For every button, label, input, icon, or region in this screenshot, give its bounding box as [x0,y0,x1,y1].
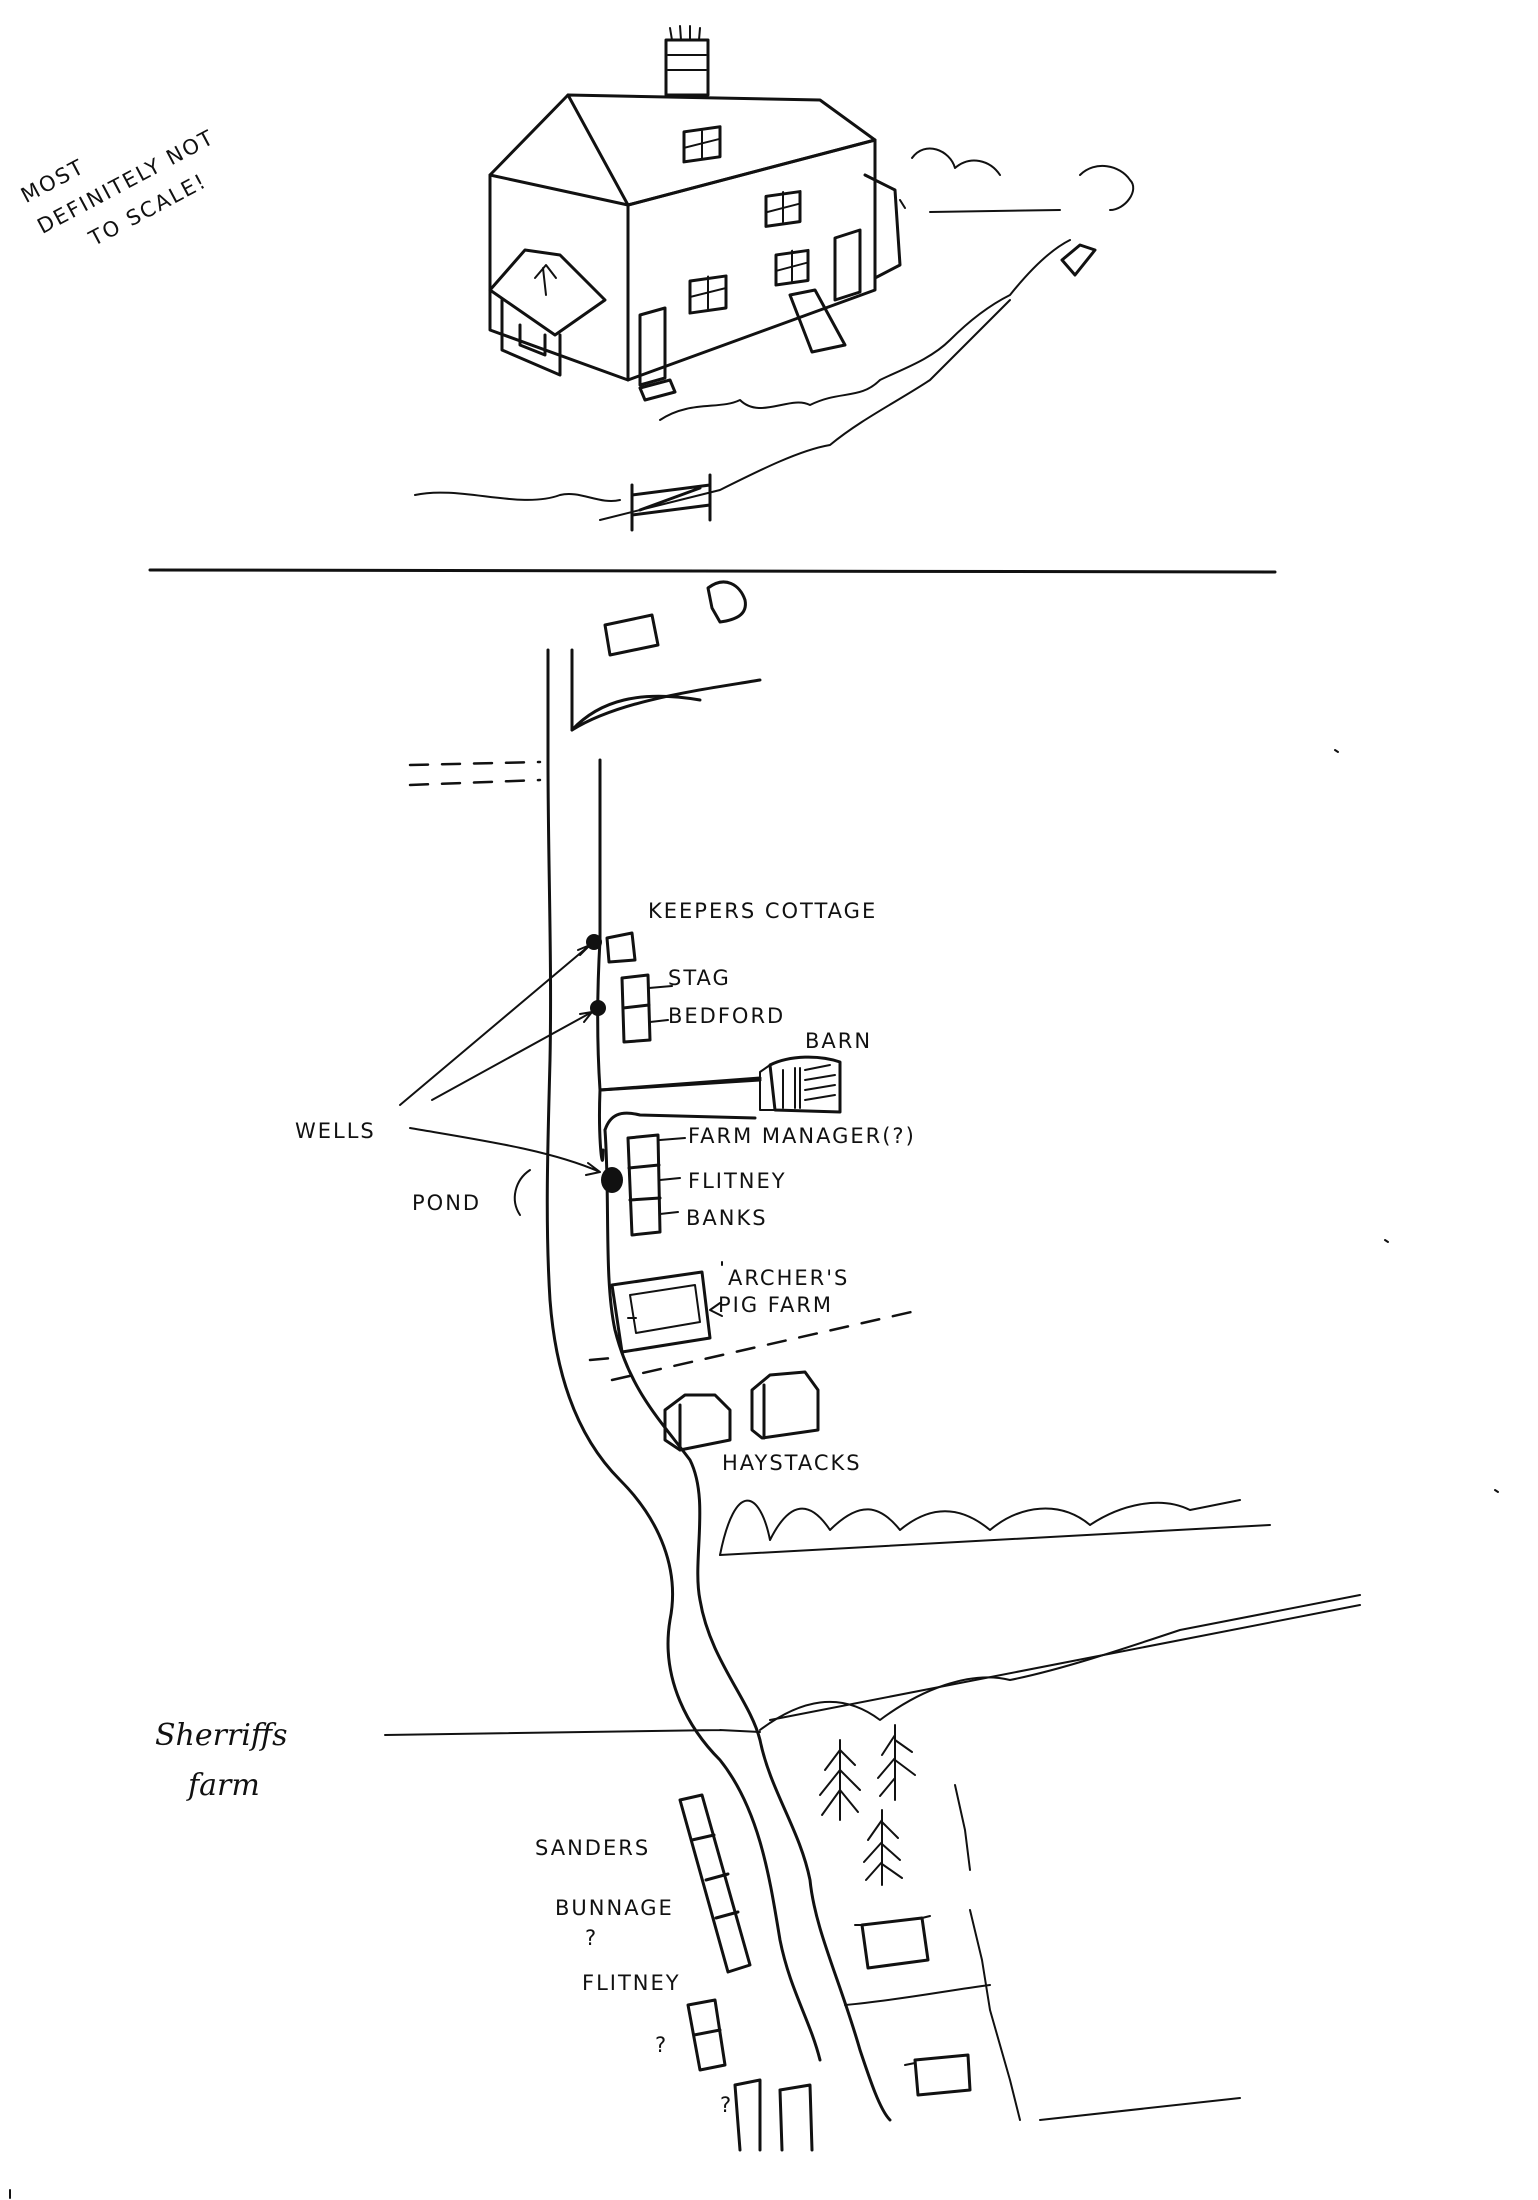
sherriffs-label-2: farm [186,1768,260,1803]
bunnage-label: BUNNAGE [555,1896,674,1920]
gate-icon [630,473,712,532]
pond-label: POND [412,1191,481,1215]
question-label-3: ? [720,2093,733,2117]
pond-outline [513,1169,531,1216]
house-sketch-icon [414,25,1135,532]
farm-manager-label: FARM MANAGER(?) [688,1124,916,1148]
barn-icon [759,1055,842,1114]
flitney-lower-label: FLITNEY [582,1971,681,1995]
not-to-scale-note: MOST DEFINITELY NOT TO SCALE! [17,125,219,251]
banks-label: BANKS [686,1206,768,1230]
flitney-upper-label: FLITNEY [688,1169,787,1193]
tree-icon [819,1739,861,1821]
building [706,580,747,624]
sanders-label: SANDERS [535,1836,650,1860]
tree-icon [863,1809,903,1886]
archers-label-1: ARCHER'S [728,1266,849,1290]
haystack-icon [750,1370,820,1440]
keepers-cottage-label: KEEPERS COTTAGE [648,899,877,923]
haystacks-label: HAYSTACKS [722,1451,862,1475]
keepers-cottage-building [605,931,637,964]
building [603,613,660,657]
question-label-2: ? [655,2033,668,2057]
barn-label: BARN [805,1029,872,1053]
map-area: KEEPERS COTTAGE STAG BEDFORD BARN FARM M… [9,580,1499,2199]
question-label-1: ? [585,1926,598,1950]
haystack-icon [663,1393,732,1452]
archers-label-2: PIG FARM [718,1293,833,1317]
well-icon [601,1167,623,1193]
bedford-label: BEDFORD [668,1004,785,1028]
tree-icon [877,1724,916,1801]
gate-icon [1060,243,1097,277]
well-icon [590,1000,606,1016]
section-divider [148,568,1277,574]
stag-label: STAG [668,966,731,990]
sherriffs-label-1: Sherriffs [155,1718,288,1753]
wells-label: WELLS [295,1119,376,1143]
